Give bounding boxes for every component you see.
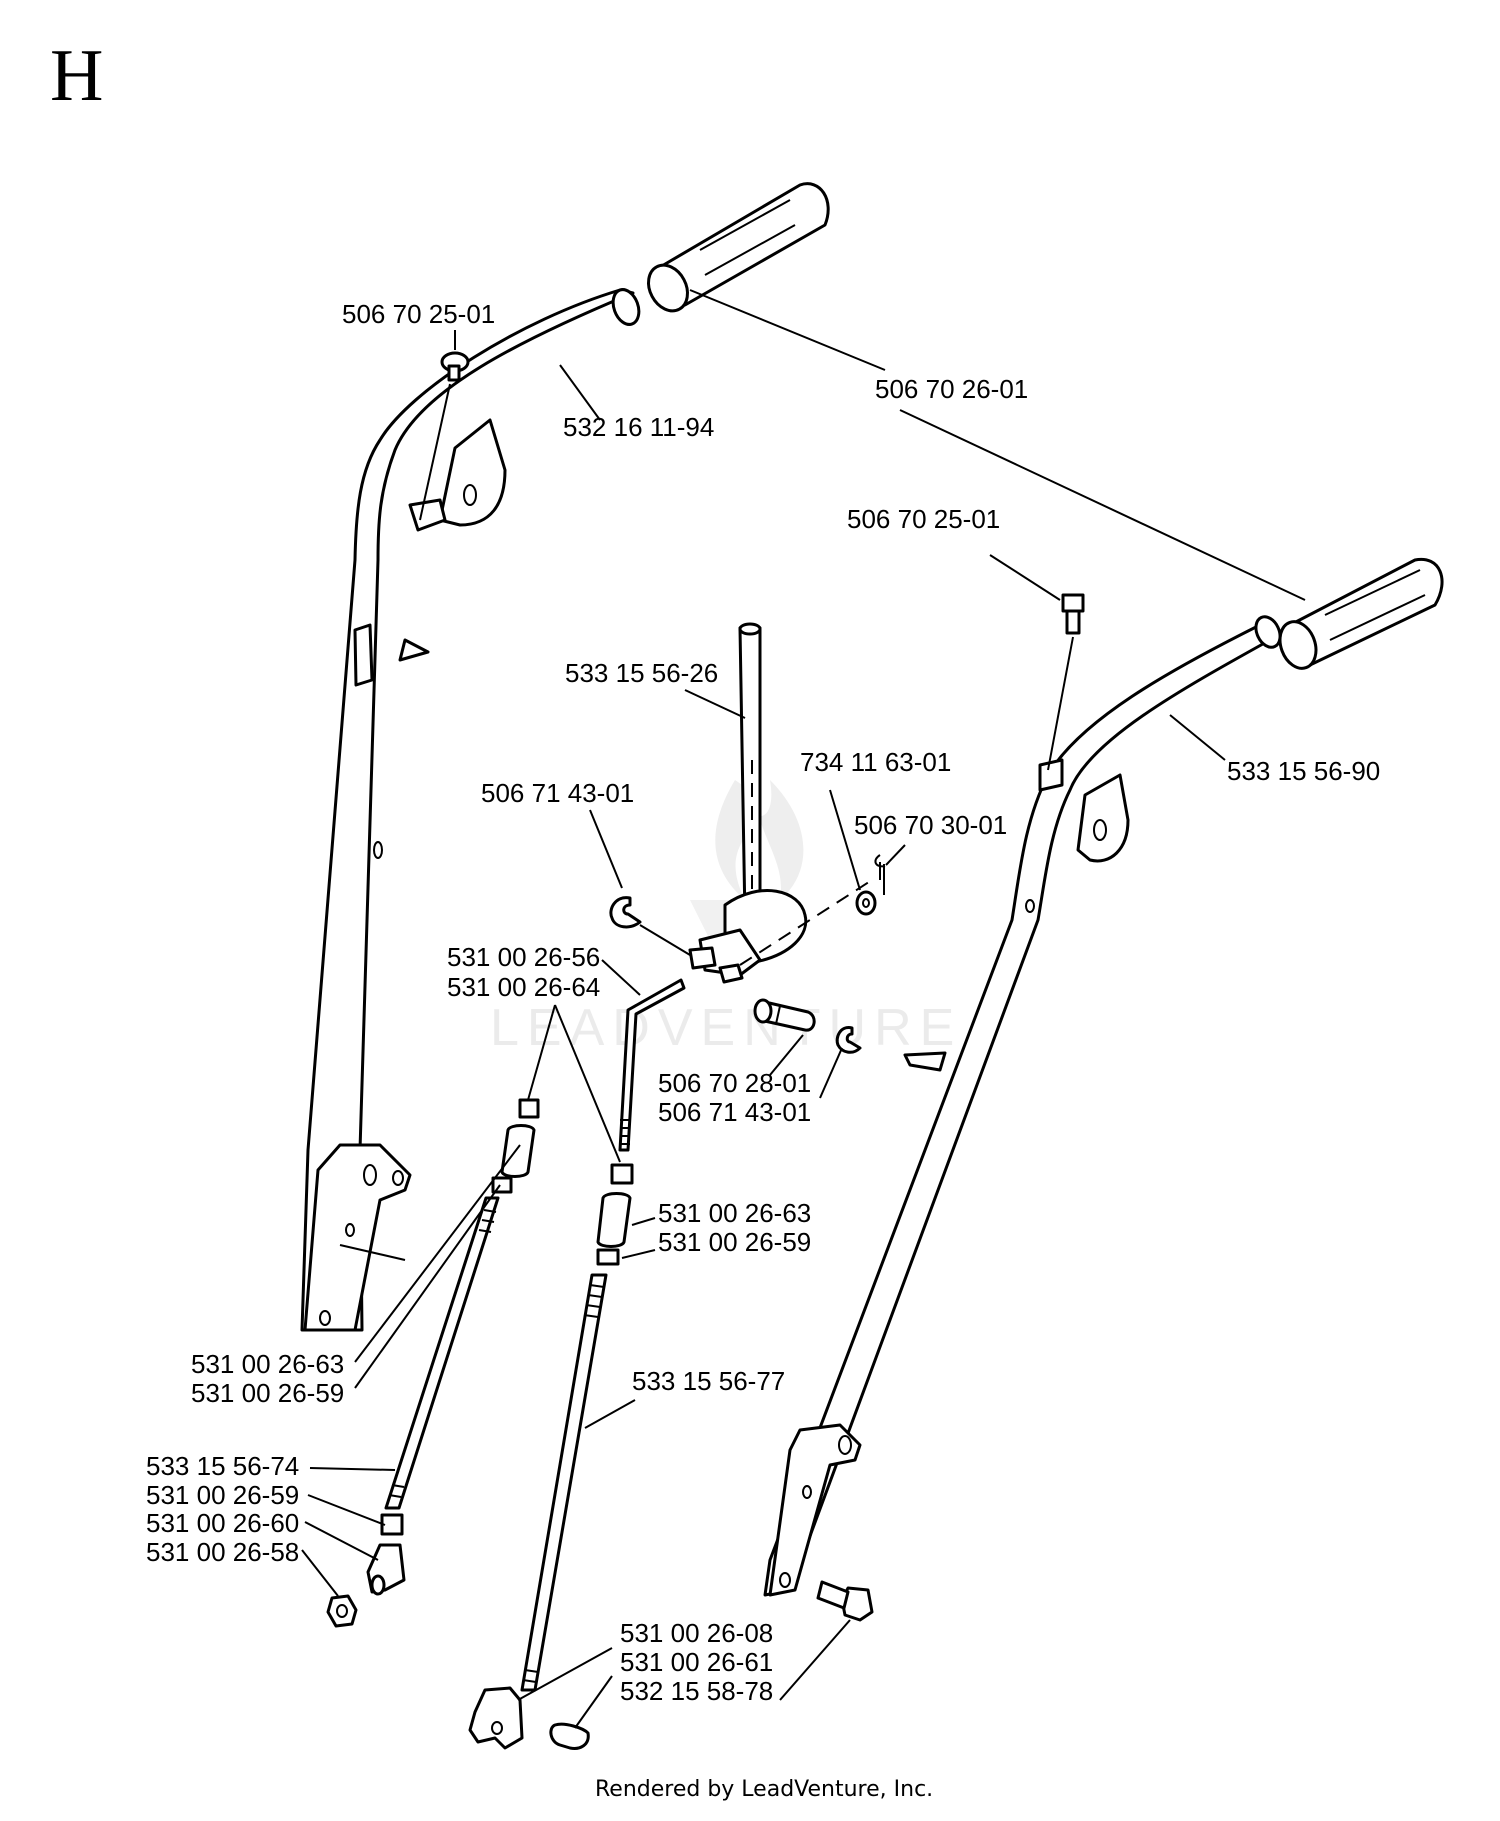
part-label: 506 70 25-01	[342, 299, 495, 329]
part-label: 734 11 63-01	[800, 747, 951, 777]
part-label: 531 00 26-08	[620, 1618, 773, 1648]
shift-lever	[688, 622, 873, 984]
part-label: 531 00 26-56	[447, 942, 600, 972]
part-label: 532 15 58-78	[620, 1676, 773, 1706]
clip-lower	[835, 1026, 862, 1054]
part-label: 531 00 26-59	[658, 1227, 811, 1257]
long-rod	[468, 1273, 608, 1750]
right-handle-tube	[763, 615, 1282, 1597]
clip-upper	[609, 896, 642, 929]
part-label: 533 15 56-90	[1227, 756, 1380, 786]
watermark-text: LEADVENTURE	[490, 999, 962, 1057]
left-grip	[647, 182, 830, 313]
left-fittings	[326, 1513, 406, 1628]
center-coupler	[596, 1163, 634, 1266]
part-label: 506 70 30-01	[854, 810, 1007, 840]
part-label: 531 00 26-59	[146, 1480, 299, 1510]
left-handle-tube	[300, 288, 641, 1332]
part-label: 506 70 26-01	[875, 374, 1028, 404]
part-label: 531 00 26-61	[620, 1647, 773, 1677]
part-label: 531 00 26-63	[658, 1198, 811, 1228]
leader-lines	[301, 289, 1306, 1729]
part-label: 532 16 11-94	[563, 412, 714, 442]
part-label: 506 70 25-01	[847, 504, 1000, 534]
footer-credit: Rendered by LeadVenture, Inc.	[595, 1777, 933, 1802]
part-label: 506 70 28-01	[658, 1068, 811, 1098]
part-label: 506 71 43-01	[658, 1097, 811, 1127]
washer	[855, 890, 877, 916]
bolt-icon	[419, 351, 470, 521]
part-label: 531 00 26-64	[447, 972, 600, 1002]
left-coupler	[491, 1098, 540, 1194]
pivot-pin	[753, 998, 816, 1032]
part-label: 533 15 56-77	[632, 1366, 785, 1396]
part-label: 506 71 43-01	[481, 778, 634, 808]
part-labels: 506 70 25-01 532 16 11-94 506 70 26-01 5…	[146, 299, 1380, 1706]
bolt-icon	[1047, 593, 1085, 771]
section-letter: H	[50, 35, 103, 117]
bolt-icon	[816, 1580, 874, 1622]
left-rod	[384, 1196, 500, 1510]
part-label: 533 15 56-74	[146, 1451, 299, 1481]
part-label: 533 15 56-26	[565, 658, 718, 688]
part-label: 531 00 26-63	[191, 1349, 344, 1379]
cotter-pin	[874, 854, 886, 895]
part-label: 531 00 26-60	[146, 1508, 299, 1538]
right-grip	[1278, 557, 1444, 670]
upper-rod	[618, 978, 686, 1152]
part-label: 531 00 26-59	[191, 1378, 344, 1408]
part-label: 531 00 26-58	[146, 1537, 299, 1567]
